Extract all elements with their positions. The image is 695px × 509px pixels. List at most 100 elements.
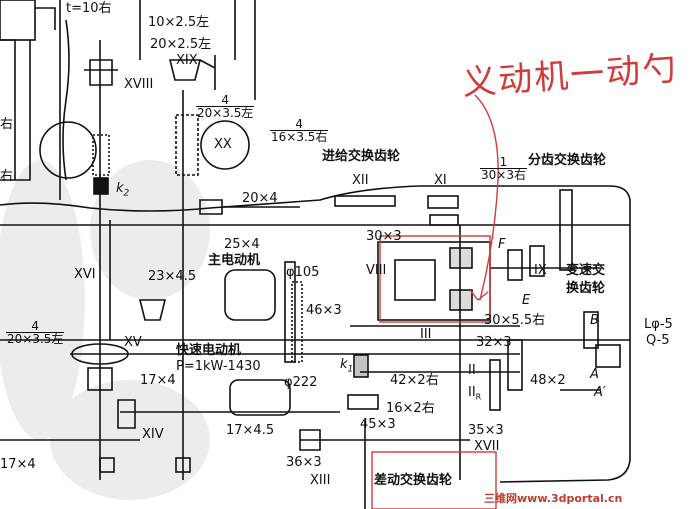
roman-xx: XX bbox=[214, 137, 232, 152]
roman-xvi: XVI bbox=[74, 267, 96, 282]
roman-xviii: XVIII bbox=[124, 77, 154, 92]
variable-gears-label-2: 换齿轮 bbox=[566, 281, 606, 296]
label-20x4: 20×4 bbox=[242, 191, 278, 206]
square-lower-left bbox=[99, 457, 115, 473]
label-20x25: 20×2.5左 bbox=[150, 37, 212, 52]
label-17x45: 17×4.5 bbox=[226, 423, 275, 438]
label-l-phi-5: Lφ-5 bbox=[644, 317, 673, 332]
differential-inner bbox=[394, 259, 436, 301]
label-e: E bbox=[522, 293, 531, 308]
coupling-xv bbox=[87, 367, 113, 391]
gear-ii-right bbox=[507, 339, 523, 391]
label-phi105: φ105 bbox=[286, 265, 320, 280]
bevel-xiv bbox=[117, 399, 136, 429]
gear-b bbox=[583, 311, 599, 349]
highlight-differential bbox=[379, 235, 491, 323]
roman-ii: II bbox=[468, 363, 476, 378]
label-k1: k1 bbox=[340, 357, 354, 375]
roman-xii: XII bbox=[352, 173, 369, 188]
gear-xvii bbox=[489, 359, 501, 411]
label-f: F bbox=[498, 237, 506, 252]
worm-wheel-xx bbox=[200, 120, 250, 170]
variable-gears-label-1: 变速交 bbox=[566, 263, 606, 278]
roman-xiii: XIII bbox=[310, 473, 331, 488]
gear-xii bbox=[334, 195, 396, 207]
label-25x4: 25×4 bbox=[224, 237, 260, 252]
label-48x2: 48×2 bbox=[530, 373, 566, 388]
label-a: A bbox=[590, 367, 599, 382]
worm-wheel-left bbox=[39, 121, 97, 179]
gear-lq bbox=[595, 344, 621, 368]
label-17x4-b: 17×4 bbox=[0, 457, 36, 472]
label-16x2: 16×2右 bbox=[386, 401, 435, 416]
fast-motor bbox=[229, 379, 291, 416]
label-46x3: 46×3 bbox=[306, 303, 342, 318]
gear-xi-lower bbox=[429, 214, 459, 226]
bevel-xix bbox=[168, 55, 216, 90]
label-q-5: Q-5 bbox=[646, 333, 670, 348]
gear-e bbox=[449, 289, 473, 311]
background-watermark bbox=[0, 160, 210, 500]
label-23x45: 23×4.5 bbox=[148, 269, 197, 284]
gear-xi bbox=[427, 195, 459, 209]
main-motor-label: 主电动机 bbox=[208, 253, 261, 268]
division-change-gears-label: 分齿交换齿轮 bbox=[528, 153, 607, 168]
roman-viii: VIII bbox=[366, 263, 387, 278]
label-a-prime: A′ bbox=[594, 385, 606, 400]
roman-ix: IX bbox=[534, 263, 547, 278]
gear-k1 bbox=[353, 354, 369, 378]
roman-xiv: XIV bbox=[142, 427, 164, 442]
label-42x2: 42×2右 bbox=[390, 373, 439, 388]
top-left-frame bbox=[0, 39, 31, 181]
label-30x55: 30×5.5右 bbox=[484, 313, 546, 328]
gear-k2-lower bbox=[93, 177, 109, 195]
worm-xx bbox=[175, 114, 199, 176]
roman-xvii: XVII bbox=[474, 439, 500, 454]
gear-ix-b bbox=[529, 245, 545, 277]
fast-motor-label: 快速电动机 bbox=[176, 343, 242, 358]
gear-45x3 bbox=[347, 394, 379, 410]
gear-xv bbox=[71, 343, 129, 365]
roman-xix: XIX bbox=[176, 53, 198, 68]
label-10x25: 10×2.5左 bbox=[148, 15, 210, 30]
label-36x3: 36×3 bbox=[286, 455, 322, 470]
pulley-phi105 bbox=[284, 261, 296, 363]
t-label: t=10右 bbox=[66, 1, 112, 16]
label-35x3: 35×3 bbox=[468, 423, 504, 438]
roman-iii: III bbox=[420, 327, 432, 342]
label-30x3: 30×3 bbox=[366, 229, 402, 244]
gear-k2-upper bbox=[92, 134, 110, 176]
label-p-1kw: P=1kW-1430 bbox=[176, 359, 261, 374]
differential-change-gears-label: 差动交换齿轮 bbox=[374, 473, 453, 488]
worm-20x4 bbox=[199, 199, 300, 215]
label-left-you: 右 bbox=[0, 117, 14, 132]
roman-xv: XV bbox=[124, 335, 142, 350]
bevel-gear-xviii bbox=[84, 59, 118, 86]
gear-ix-a bbox=[507, 249, 523, 281]
handwritten-pointer bbox=[469, 289, 489, 301]
gear-div-vertical bbox=[559, 189, 573, 271]
roman-ii-r: IIR bbox=[468, 385, 482, 402]
label-45x3: 45×3 bbox=[360, 417, 396, 432]
housing-outline bbox=[0, 185, 631, 483]
main-motor bbox=[224, 269, 276, 321]
bevel-23x45 bbox=[138, 299, 167, 321]
top-frame bbox=[35, 0, 256, 100]
label-left-you-2: 右 bbox=[0, 169, 14, 184]
pulley-phi222 bbox=[291, 281, 303, 363]
gear-30x3 bbox=[449, 247, 473, 269]
label-17x4-a: 17×4 bbox=[140, 373, 176, 388]
label-b: B bbox=[590, 313, 599, 328]
feed-change-gears-label: 进给交换齿轮 bbox=[322, 149, 401, 164]
bevel-36x3 bbox=[299, 429, 321, 451]
label-phi222: φ222 bbox=[284, 375, 318, 390]
square-lower-middle bbox=[175, 457, 191, 473]
label-32x3: 32×3 bbox=[476, 335, 512, 350]
label-k2: k2 bbox=[116, 181, 130, 199]
top-left-box bbox=[0, 0, 36, 41]
